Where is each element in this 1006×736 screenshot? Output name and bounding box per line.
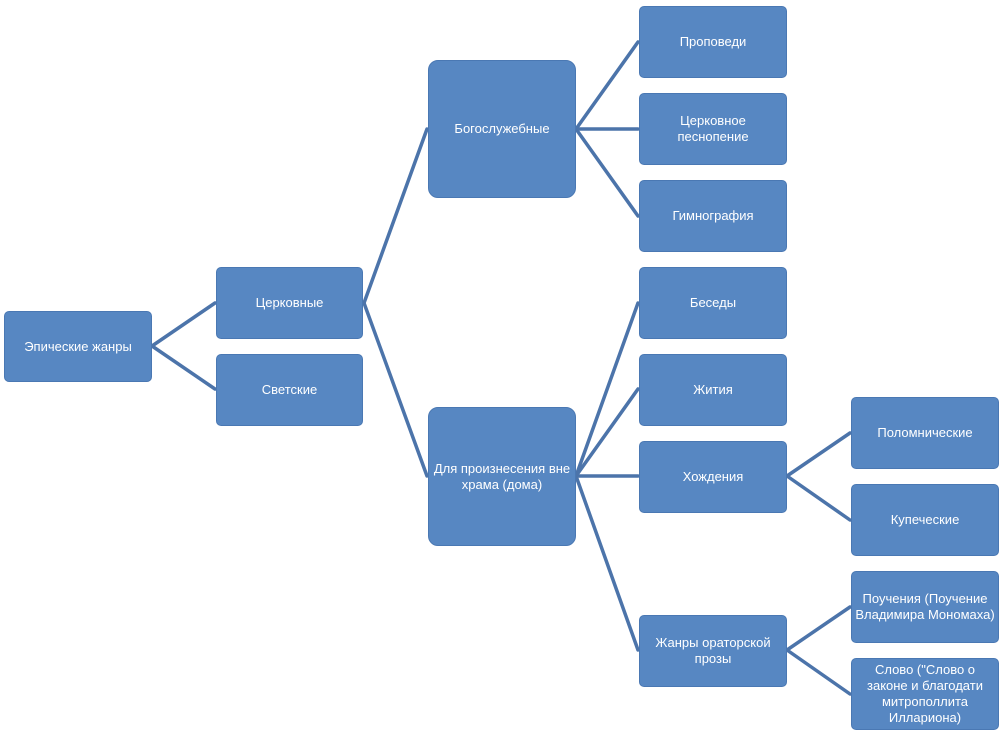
connector-outside-conversations bbox=[574, 301, 640, 478]
node-liturgical: Богослужебные bbox=[428, 60, 576, 198]
connector-oratory-teachings bbox=[785, 605, 852, 652]
node-outside-temple: Для произнесения вне храма (дома) bbox=[428, 407, 576, 546]
node-word: Слово ("Слово о законе и благодати митро… bbox=[851, 658, 999, 730]
connector-root-secular bbox=[150, 344, 217, 391]
node-secular: Светские bbox=[216, 354, 363, 426]
connector-oratory-word bbox=[785, 648, 852, 696]
node-lives: Жития bbox=[639, 354, 787, 426]
connector-outside-lives bbox=[574, 387, 640, 478]
connector-outside-oratory bbox=[574, 474, 640, 652]
connector-walkings-pilgrim bbox=[785, 431, 852, 478]
node-conversations: Беседы bbox=[639, 267, 787, 339]
node-teachings: Поучения (Поучение Владимира Мономаха) bbox=[851, 571, 999, 643]
connector-root-church bbox=[150, 301, 217, 348]
node-walkings: Хождения bbox=[639, 441, 787, 513]
node-oratory-prose: Жанры ораторской прозы bbox=[639, 615, 787, 687]
node-pilgrim: Поломнические bbox=[851, 397, 999, 469]
node-sermons: Проповеди bbox=[639, 6, 787, 78]
node-church-chant: Церковное песнопение bbox=[639, 93, 787, 165]
node-hymnography: Гимнография bbox=[639, 180, 787, 252]
connector-liturgical-sermons bbox=[574, 40, 640, 131]
connector-walkings-merchant bbox=[785, 474, 852, 522]
connector-church-outside bbox=[362, 301, 429, 478]
node-epic-genres: Эпические жанры bbox=[4, 311, 152, 382]
node-merchant: Купеческие bbox=[851, 484, 999, 556]
connector-liturgical-hymnography bbox=[574, 127, 640, 218]
node-church: Церковные bbox=[216, 267, 363, 339]
connector-church-liturgical bbox=[362, 127, 429, 305]
